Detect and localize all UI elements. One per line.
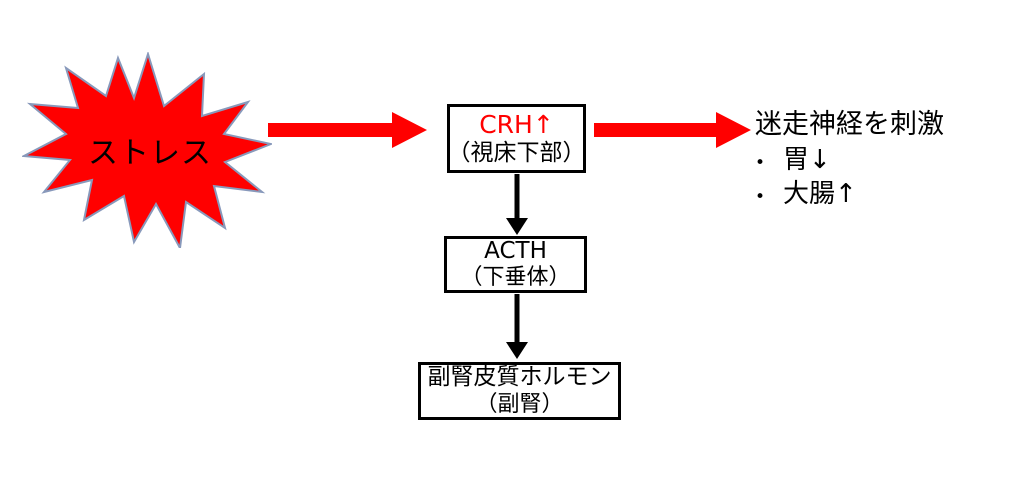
bullet-icon: • — [755, 152, 766, 173]
stress-burst: ストレス — [22, 52, 272, 248]
box-crh: CRH↑ （視床下部） — [447, 104, 586, 173]
list-item-label: 胃↓ — [783, 144, 831, 175]
box-crh-line1: CRH↑ — [479, 110, 554, 140]
vagus-bullet-list: • 胃↓ • 大腸↑ — [755, 144, 1015, 212]
box-acth: ACTH （下垂体） — [444, 236, 587, 293]
stress-burst-label: ストレス — [88, 136, 212, 171]
box-adrenal-hormone: 副腎皮質ホルモン （副腎） — [418, 362, 621, 420]
bullet-icon: • — [755, 186, 766, 207]
starburst-icon — [22, 52, 272, 248]
box-acth-line1: ACTH — [484, 237, 547, 264]
arrow-crh-to-vagus — [594, 110, 752, 150]
box-crh-line2: （視床下部） — [447, 139, 586, 166]
vagus-text-block: 迷走神経を刺激 • 胃↓ • 大腸↑ — [755, 109, 1015, 212]
list-item: • 大腸↑ — [755, 178, 1015, 212]
arrow-crh-to-acth — [503, 174, 531, 236]
vagus-heading: 迷走神経を刺激 — [755, 109, 944, 140]
list-item-label: 大腸↑ — [783, 178, 857, 209]
box-adrenal-line1: 副腎皮質ホルモン — [427, 364, 612, 391]
box-acth-line2: （下垂体） — [460, 265, 571, 291]
arrow-acth-to-adrenal — [503, 294, 531, 360]
box-adrenal-line2: （副腎） — [475, 391, 564, 417]
arrow-stress-to-crh — [268, 110, 428, 150]
list-item: • 胃↓ — [755, 144, 1015, 178]
